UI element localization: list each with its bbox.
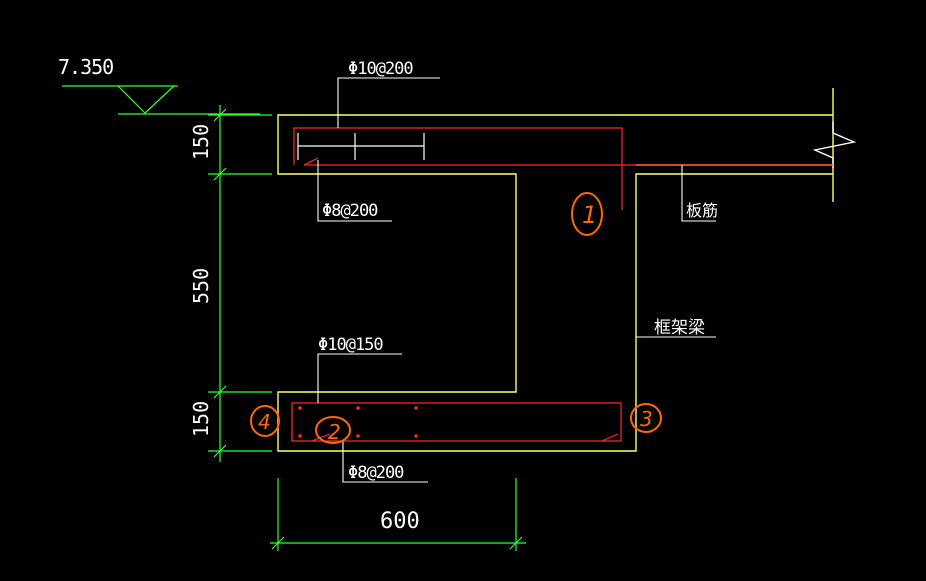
top-slab-rebar [293,127,833,210]
frame-beam-label: 框架梁 [654,318,705,338]
structure-outline [277,88,857,452]
bottom-slab-rebar [291,402,622,442]
dimension-top-slab: 150 [189,124,213,160]
annotation-marker-3: 3 [630,403,662,433]
rebar-label-bottom-main: Φ10@150 [318,335,383,355]
marker-3-label: 3 [640,407,653,431]
dimension-middle: 550 [189,268,213,304]
marker-4-label: 4 [258,410,271,434]
slab-rebar-label: 板筋 [686,201,718,220]
bottom-distribution-dots [298,406,418,438]
rebar-label-bottom-dist: Φ8@200 [348,463,404,483]
annotation-marker-1: 1 [571,192,603,236]
dimension-bottom-slab: 150 [189,401,213,437]
annotation-marker-4: 4 [250,405,280,437]
top-distribution-bars [297,133,425,160]
rebar-label-top-dist: Φ8@200 [322,201,378,221]
horizontal-dimension [270,478,526,551]
marker-1-label: 1 [582,201,597,229]
vertical-dimension [208,105,272,462]
marker-2-label: 2 [328,420,341,444]
rebar-label-top-main: Φ10@200 [348,59,413,79]
annotation-marker-2: 2 [315,416,351,444]
dimension-width: 600 [380,509,420,534]
elevation-mark: 7.350 [58,55,260,115]
leader-lines [317,77,716,483]
elevation-label: 7.350 [58,55,113,79]
